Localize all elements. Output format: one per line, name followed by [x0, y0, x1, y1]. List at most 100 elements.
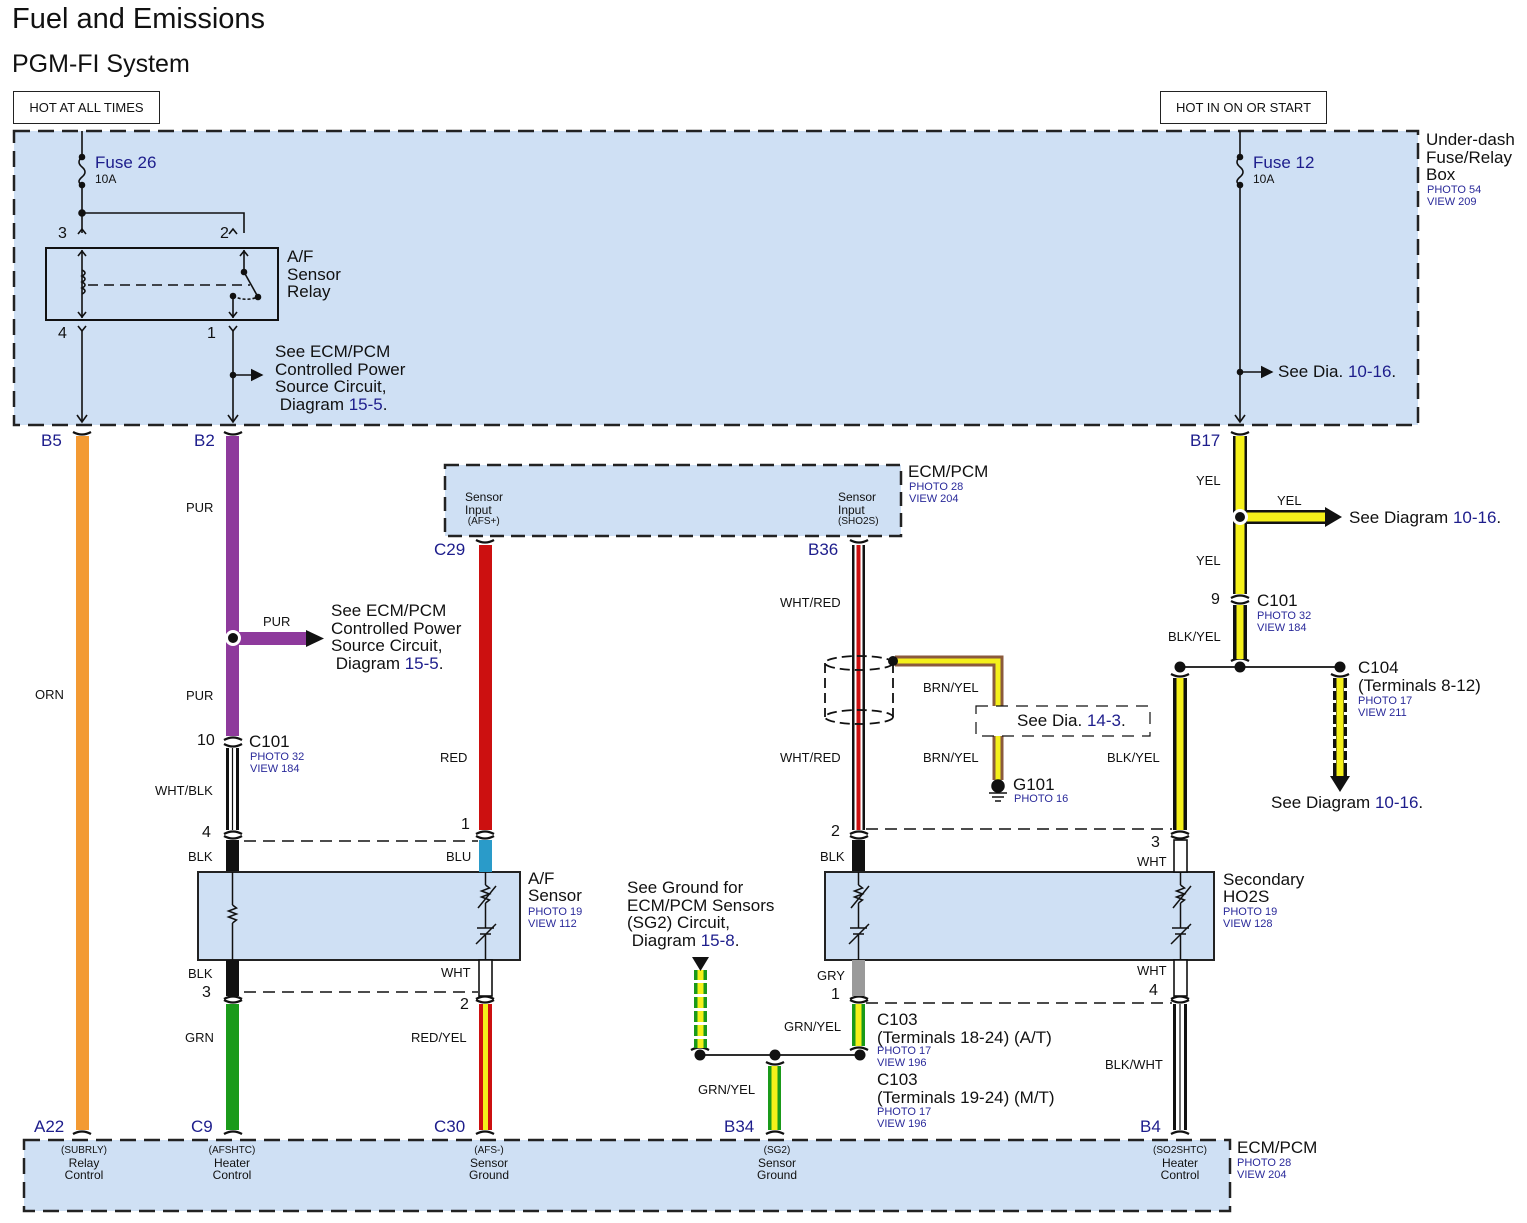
wire-label-yel-2: YEL — [1196, 553, 1221, 568]
c103-at-name: C103(Terminals 18-24) (A/T) — [877, 1010, 1052, 1047]
ho2s-heater-element — [1170, 872, 1192, 960]
wire-label-blk-yel-2: BLK/YEL — [1107, 750, 1160, 765]
connector-cap — [475, 539, 495, 544]
page-title: Fuel and Emissions — [12, 3, 266, 35]
relay-pin-3: 3 — [58, 225, 67, 242]
wire-blk-yel-c101 — [1233, 605, 1247, 659]
fuse-12-rating: 10A — [1253, 172, 1275, 186]
c101-pin-10: 10 — [197, 732, 215, 749]
c104-see-diagram-ref: See Diagram 10-16. — [1271, 793, 1424, 812]
diagram-15-5-link-2[interactable]: 15-5 — [404, 653, 439, 673]
diagram-14-3-link[interactable]: 14-3 — [1086, 711, 1121, 730]
connector-cap — [849, 995, 869, 1000]
wire-label-wht-blk: WHT/BLK — [155, 783, 213, 798]
page-subtitle: PGM-FI System — [12, 50, 190, 78]
connector-cap — [223, 999, 243, 1004]
connector-caps — [72, 431, 1350, 1135]
c101-pin-9: 9 — [1211, 591, 1220, 608]
blk-yel-splice-mid — [1234, 661, 1246, 673]
connector-cap — [475, 1130, 495, 1135]
wire-label-pur-2: PUR — [186, 688, 214, 703]
yel-splice-dot — [1235, 512, 1245, 522]
af-sensor-relay-box — [45, 247, 279, 321]
yel-see-diagram-ref: See Diagram 10-16. — [1349, 508, 1502, 527]
af-heater-resistor — [226, 872, 239, 960]
connector-cap — [1170, 1130, 1190, 1135]
wire-wht-blk — [226, 748, 239, 830]
connector-cap — [475, 835, 495, 840]
connector-cap — [72, 1130, 92, 1135]
connector-cap — [849, 999, 869, 1004]
wire-label-gry: GRY — [817, 968, 845, 983]
connector-cap — [223, 830, 243, 835]
hot-at-all-times-label: HOT AT ALL TIMES — [13, 91, 160, 124]
shield-splice — [888, 656, 898, 666]
wire-break-mark — [993, 711, 1004, 717]
wire-blk-upper — [226, 840, 239, 872]
diagram-15-8-link[interactable]: 15-8 — [700, 930, 735, 950]
af-pin-4: 4 — [202, 824, 211, 841]
ho2s-sensor-element — [848, 872, 870, 960]
connector-cap — [223, 431, 243, 436]
see-dia-14-3-box — [975, 705, 1151, 737]
connector-cap — [849, 1046, 869, 1051]
af-sensor-box — [197, 871, 521, 961]
fuse-26-rating: 10A — [95, 172, 117, 186]
wire-blk-yel-ho2s — [1173, 678, 1187, 830]
diagram-10-16-link[interactable]: 10-16 — [1347, 362, 1392, 381]
g101-ground-icon — [989, 779, 1007, 802]
af-sensor-element — [475, 872, 497, 960]
hot-in-on-or-start-label: HOT IN ON OR START — [1160, 91, 1327, 124]
ho2s-pin-3: 3 — [1151, 834, 1160, 851]
diagram-10-16-link-2[interactable]: 10-16 — [1452, 508, 1497, 527]
terminal-b2: B2 — [194, 431, 215, 450]
wire-red — [479, 545, 492, 830]
wire-wht-af — [478, 959, 493, 997]
fuse-26-label[interactable]: Fuse 26 — [95, 153, 157, 172]
wire-gry — [852, 960, 865, 996]
connector-cap — [1170, 835, 1190, 840]
g101-name: G101 — [1013, 775, 1055, 794]
ho2s-box — [824, 871, 1215, 961]
yel-branch-arrow — [1325, 507, 1342, 527]
g101-photo-ref[interactable]: PHOTO 16 — [1014, 793, 1069, 805]
ecm-bottom-name: ECM/PCM — [1237, 1138, 1318, 1157]
connector-cap — [223, 1130, 243, 1135]
connector-cap — [223, 835, 243, 840]
fuse-26-symbol — [78, 131, 245, 233]
pur-splice-dot — [228, 633, 238, 643]
terminal-c29: C29 — [434, 540, 466, 559]
wire-label-blk-3: BLK — [820, 849, 845, 864]
ho2s-pin-4: 4 — [1149, 982, 1158, 999]
wire-label-red: RED — [440, 750, 468, 765]
shield-see-dia-ref: See Dia. 14-3. — [1017, 711, 1126, 730]
connector-cap — [1330, 673, 1350, 678]
fuse-12-label[interactable]: Fuse 12 — [1253, 153, 1315, 172]
diagram-15-5-link[interactable]: 15-5 — [348, 394, 383, 414]
terminal-b5: B5 — [41, 431, 62, 450]
wire-red-yel — [479, 1004, 492, 1130]
connector-cap — [849, 835, 869, 840]
connector-cap — [1170, 999, 1190, 1004]
wire-pur-branch — [236, 632, 308, 645]
diagram-10-16-link-3[interactable]: 10-16 — [1374, 793, 1419, 812]
wire-label-wht: WHT — [441, 965, 471, 980]
wire-label-yel-branch: YEL — [1277, 493, 1302, 508]
pur-branch-arrow — [306, 630, 324, 647]
